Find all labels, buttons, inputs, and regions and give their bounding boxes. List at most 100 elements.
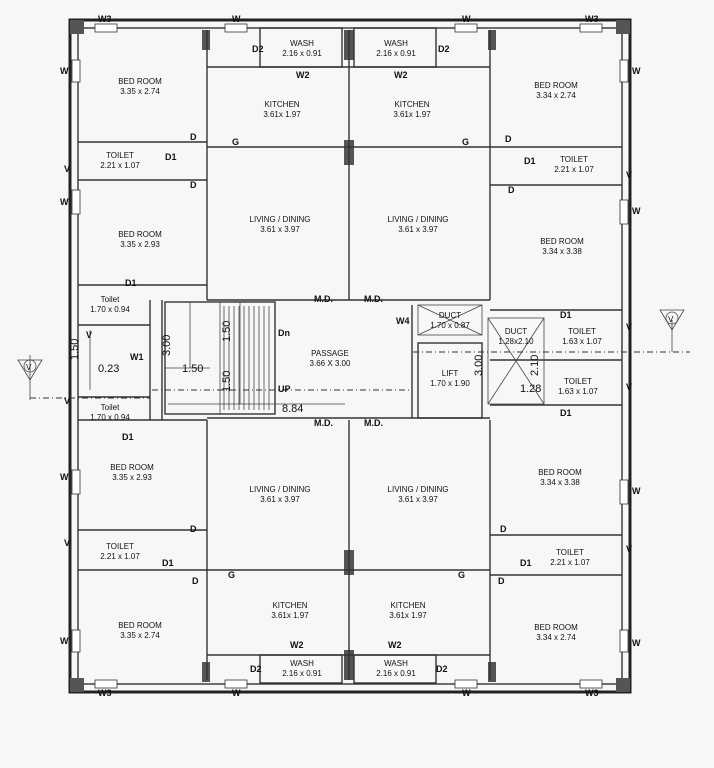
wash-br-box: [353, 654, 437, 684]
duct2-cross: [487, 317, 545, 405]
room-name: BED ROOM: [118, 77, 162, 86]
room-name: TOILET: [568, 327, 596, 336]
stair-treads: [223, 306, 270, 410]
window-label: W: [632, 66, 641, 76]
dim-text: 2.10: [529, 355, 541, 376]
dim-text: 0.23: [98, 363, 119, 375]
dim-text: 1.50: [221, 321, 233, 342]
room-dim: 1.63 x 1.07: [558, 387, 598, 396]
window-label: W1: [130, 352, 144, 362]
window-label: W: [232, 688, 241, 698]
room-name: DUCT: [505, 327, 527, 336]
wash-tr-box: [353, 27, 437, 68]
room-dim: 3.61x 1.97: [263, 110, 301, 119]
room-name: LIVING / DINING: [388, 485, 449, 494]
window-label: W2: [290, 640, 304, 650]
lift-shaft: [417, 342, 483, 419]
room-name: BED ROOM: [540, 237, 584, 246]
room-name: Toilet: [101, 295, 120, 304]
corner-column: [616, 20, 630, 34]
window-label: W: [60, 472, 69, 482]
room-dim: 1.70 x 0.94: [90, 305, 130, 314]
vent-label: V: [64, 538, 70, 548]
window: [619, 59, 629, 83]
window: [619, 479, 629, 505]
room-name: BED ROOM: [538, 468, 582, 477]
column: [202, 30, 210, 50]
room-name: WASH: [384, 659, 408, 668]
corner-column: [70, 20, 84, 34]
room-dim: 2.21 x 1.07: [100, 552, 140, 561]
window: [71, 59, 81, 83]
room-name: LIFT: [442, 369, 459, 378]
room-dim: 2.16 x 0.91: [282, 669, 322, 678]
window-label: W2: [388, 640, 402, 650]
room-dim: 3.61 x 3.97: [260, 495, 300, 504]
room-name: BED ROOM: [118, 621, 162, 630]
room-name: BED ROOM: [534, 623, 578, 632]
corner-column: [70, 678, 84, 692]
room-name: Toilet: [101, 403, 120, 412]
room-dim: 2.21 x 1.07: [100, 161, 140, 170]
window: [71, 629, 81, 653]
door-label: D1: [560, 310, 572, 320]
door-label: G: [462, 137, 469, 147]
room-name: LIVING / DINING: [250, 215, 311, 224]
window: [619, 199, 629, 225]
stair-up-label: UP: [278, 384, 291, 394]
room-dim: 3.35 x 2.93: [112, 473, 152, 482]
room-dim: 3.66 X 3.00: [310, 359, 351, 368]
room-dim: 3.61 x 3.97: [260, 225, 300, 234]
window-label: W3: [98, 14, 112, 24]
door-label: D1: [125, 278, 137, 288]
room-dim: 3.61x 1.97: [393, 110, 431, 119]
main-door-label: M.D.: [364, 294, 383, 304]
room-dim: 2.21 x 1.07: [554, 165, 594, 174]
opening-labels: W3 W W W3 W W W W W W W W W3 W W W3 W2 W…: [60, 14, 641, 698]
room-name: PASSAGE: [311, 349, 349, 358]
room-dim: 3.61x 1.97: [389, 611, 427, 620]
window-label: W: [462, 14, 471, 24]
corner-column: [616, 678, 630, 692]
room-dim: 3.61 x 3.97: [398, 495, 438, 504]
door-label: D1: [560, 408, 572, 418]
vent-label: V: [626, 382, 632, 392]
room-name: KITCHEN: [272, 601, 307, 610]
door-label: D2: [436, 664, 448, 674]
dim-text: 1.50: [221, 371, 233, 392]
room-name: TOILET: [560, 155, 588, 164]
room-dim: 2.16 x 0.91: [376, 49, 416, 58]
dim-text: 1.50: [69, 339, 81, 360]
room-dim: 3.34 x 2.74: [536, 91, 576, 100]
window-label: W: [60, 636, 69, 646]
vent-label: V: [64, 396, 70, 406]
door-label: G: [228, 570, 235, 580]
room-name: DUCT: [439, 311, 461, 320]
door-label: D: [498, 576, 505, 586]
main-door-label: M.D.: [364, 418, 383, 428]
room-dim: 3.61x 1.97: [271, 611, 309, 620]
window: [224, 679, 248, 689]
room-name: KITCHEN: [264, 100, 299, 109]
main-door-label: M.D.: [314, 294, 333, 304]
window: [579, 23, 603, 33]
room-name: BED ROOM: [534, 81, 578, 90]
room-name: LIVING / DINING: [250, 485, 311, 494]
main-door-label: M.D.: [314, 418, 333, 428]
room-dim: 3.34 x 3.38: [540, 478, 580, 487]
door-label: D2: [438, 44, 450, 54]
room-name: BED ROOM: [118, 230, 162, 239]
window: [71, 189, 81, 215]
window: [94, 23, 118, 33]
window-label: W3: [585, 14, 599, 24]
room-dim: 3.34 x 3.38: [542, 247, 582, 256]
room-dim: 1.70 x 0.87: [430, 321, 470, 330]
door-label: D: [190, 132, 197, 142]
dim-text: 3.00: [473, 355, 485, 376]
room-name: WASH: [290, 39, 314, 48]
room-dim: 1.28x2.10: [498, 337, 534, 346]
window-label: W: [632, 486, 641, 496]
door-label: D1: [524, 156, 536, 166]
section-circle-left: [23, 359, 37, 373]
room-name: BED ROOM: [110, 463, 154, 472]
